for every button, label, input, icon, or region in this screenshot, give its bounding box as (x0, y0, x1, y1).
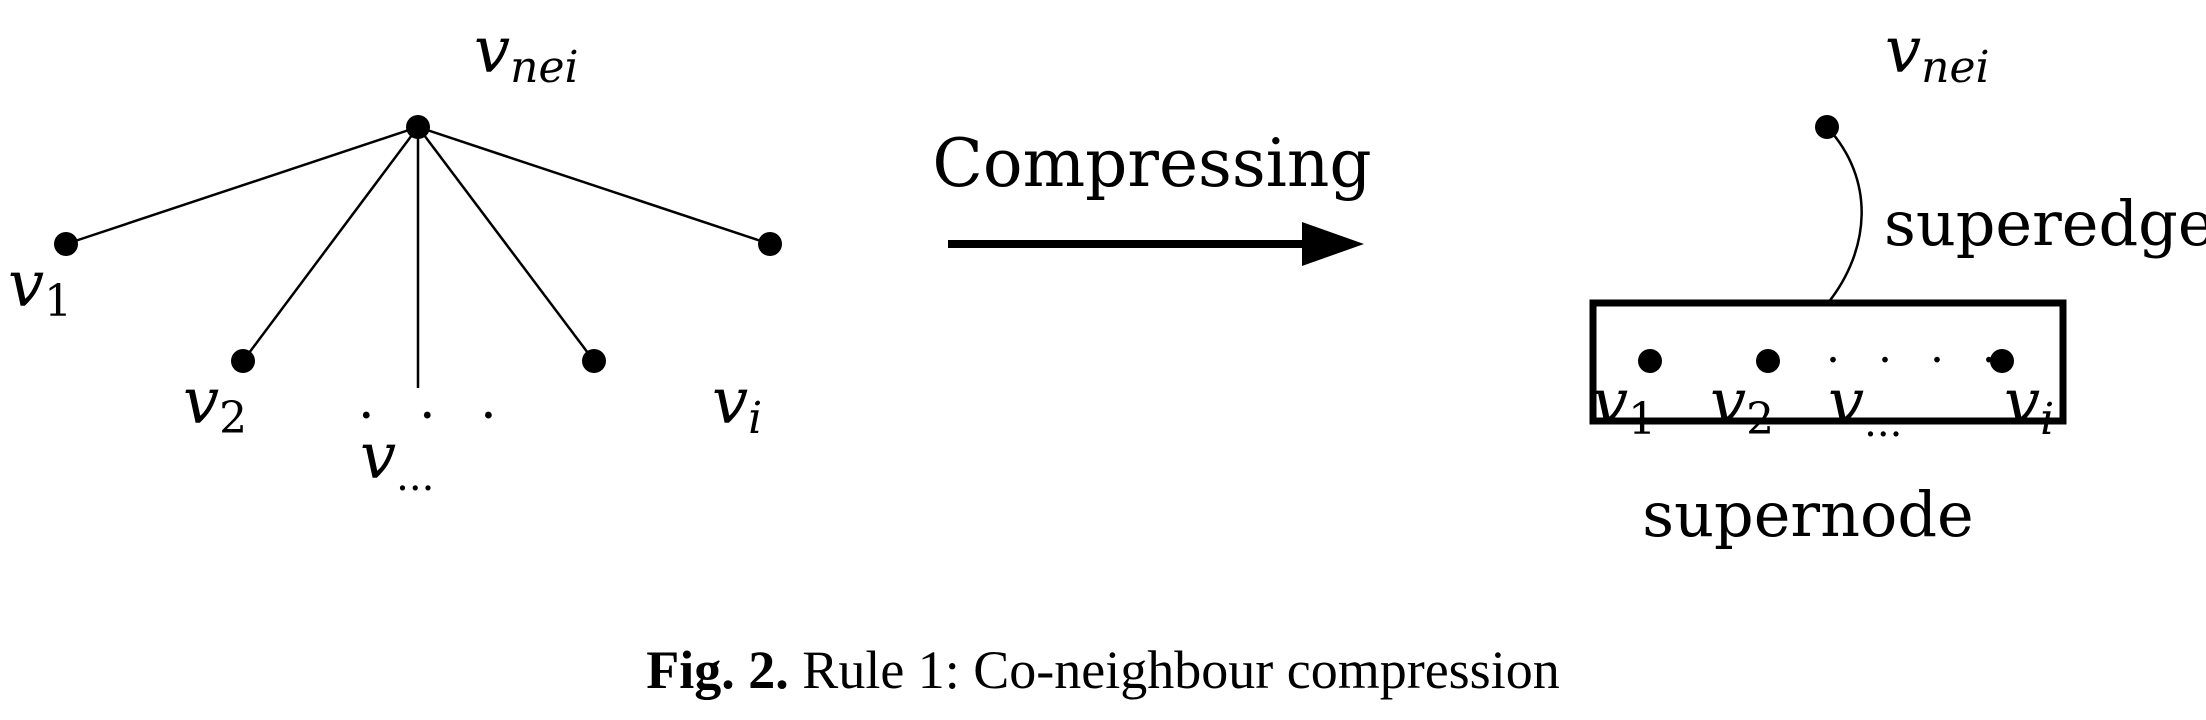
compress-arrow: Compressing (932, 125, 1372, 266)
edge-hub-v2 (241, 126, 420, 362)
caption-label: Fig. 2. (646, 640, 789, 700)
leaf-label-v1: v1 (8, 248, 72, 327)
arrow-label: Compressing (932, 125, 1371, 202)
right-graph: vnei superedge . . . . v1 v2 v... vi sup… (1589, 14, 2206, 551)
edge-hub-v1 (65, 125, 419, 246)
leaf-label-vi: vi (712, 365, 762, 444)
figure-caption: Fig. 2. Rule 1: Co-neighbour compression (0, 640, 2206, 700)
member-node-v1 (1638, 349, 1662, 373)
member-node-v2 (1756, 349, 1780, 373)
hub-label: vnei (474, 14, 579, 93)
leaf-label-v2: v2 (183, 365, 247, 444)
leaf-node-vi (758, 232, 782, 256)
edge-hub-vi (417, 125, 771, 246)
left-graph: vnei v1 v2 . . . v... vi (8, 14, 782, 500)
member-label-v1: v1 (1592, 366, 1656, 445)
supernode-box (1589, 299, 2067, 425)
member-label-v2: v2 (1710, 366, 1774, 445)
member-ellipsis: . . . . (1826, 322, 2008, 373)
leaf-node-4 (582, 349, 606, 373)
member-node-vi (1990, 349, 2014, 373)
leaf-node-v1 (54, 232, 78, 256)
caption-text: Rule 1: Co-neighbour compression (802, 640, 1560, 700)
member-label-vdots: v... (1828, 366, 1902, 446)
right-hub-label: vnei (1885, 14, 1990, 93)
hub-node (406, 115, 430, 139)
member-label-vi: vi (2004, 366, 2054, 445)
leaf-label-vdots: v... (360, 420, 434, 500)
supernode-label: supernode (1642, 478, 1973, 551)
edge-hub-v4 (417, 126, 595, 362)
ellipsis-dots: . . . (358, 371, 511, 431)
superedge-label: superedge (1884, 187, 2206, 260)
leaf-node-v2 (231, 349, 255, 373)
superedge-curve (1826, 126, 1863, 304)
arrow-head (1302, 222, 1364, 266)
